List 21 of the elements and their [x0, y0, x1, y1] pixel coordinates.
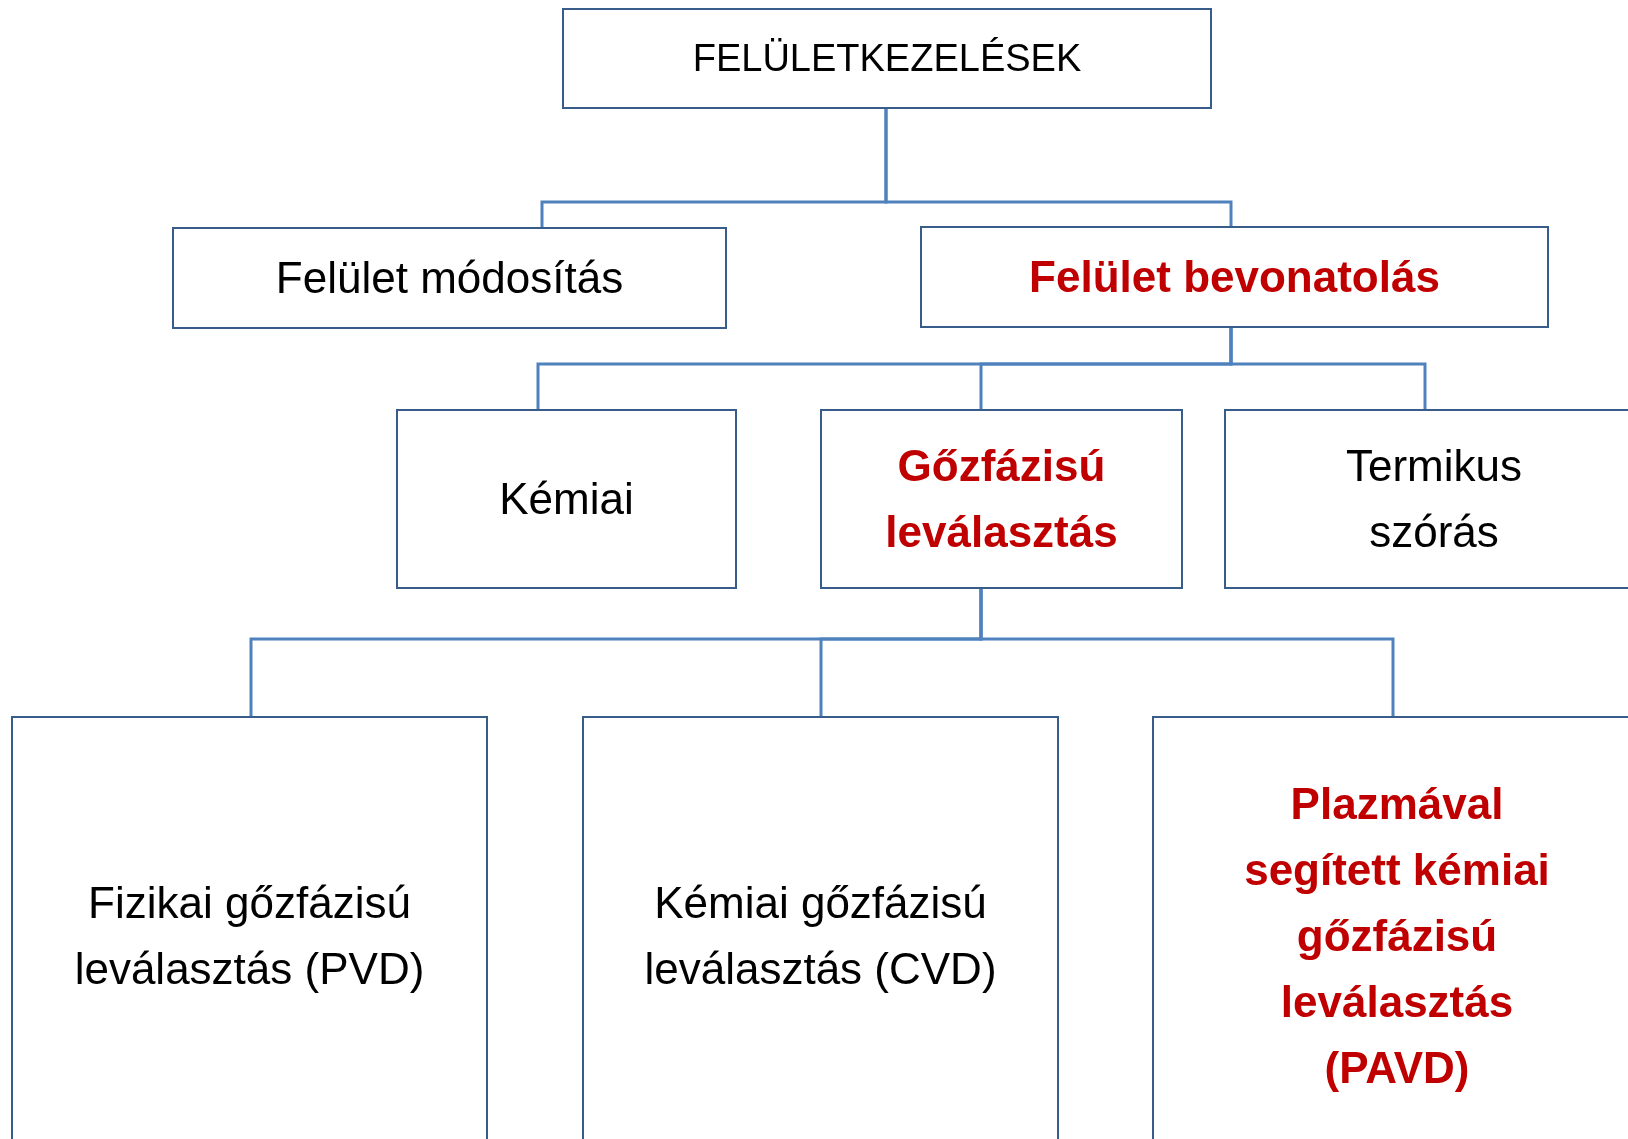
category-box [1152, 716, 1628, 1139]
category-label: Plazmával segített kémiai gőzfázisú leválasztás (PAVD) [1243, 778, 1551, 1094]
category-box [11, 716, 488, 1139]
category-label: FELÜLETKEZELÉSEK [691, 36, 1083, 81]
category-label: Felület bevonatolás [1028, 251, 1441, 303]
category-box [920, 226, 1549, 328]
category-box [396, 409, 737, 589]
connector-line [1229, 328, 1427, 409]
category-label: Termikus szórás [1345, 440, 1523, 558]
connector-line [979, 589, 1395, 716]
category-box [172, 227, 727, 329]
category-box [1224, 409, 1628, 589]
category-box [820, 409, 1183, 589]
category-label: Fizikai gőzfázisú leválasztás (PVD) [73, 877, 426, 995]
category-label: Kémiai gőzfázisú leválasztás (CVD) [643, 877, 998, 995]
category-label: Kémiai [498, 473, 635, 525]
connector-line [884, 109, 1233, 226]
category-label: Felület módosítás [274, 252, 625, 304]
category-box [562, 8, 1212, 109]
category-box [582, 716, 1059, 1139]
category-label: Gőzfázisú leválasztás [884, 440, 1119, 558]
